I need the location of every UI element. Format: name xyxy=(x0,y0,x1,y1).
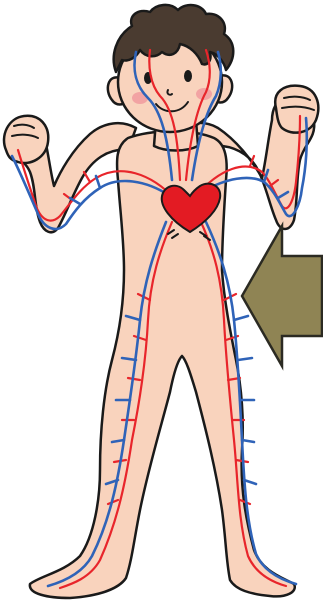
arrow-left-icon xyxy=(242,226,322,366)
left-fist xyxy=(4,116,48,163)
eye-right xyxy=(184,70,192,82)
